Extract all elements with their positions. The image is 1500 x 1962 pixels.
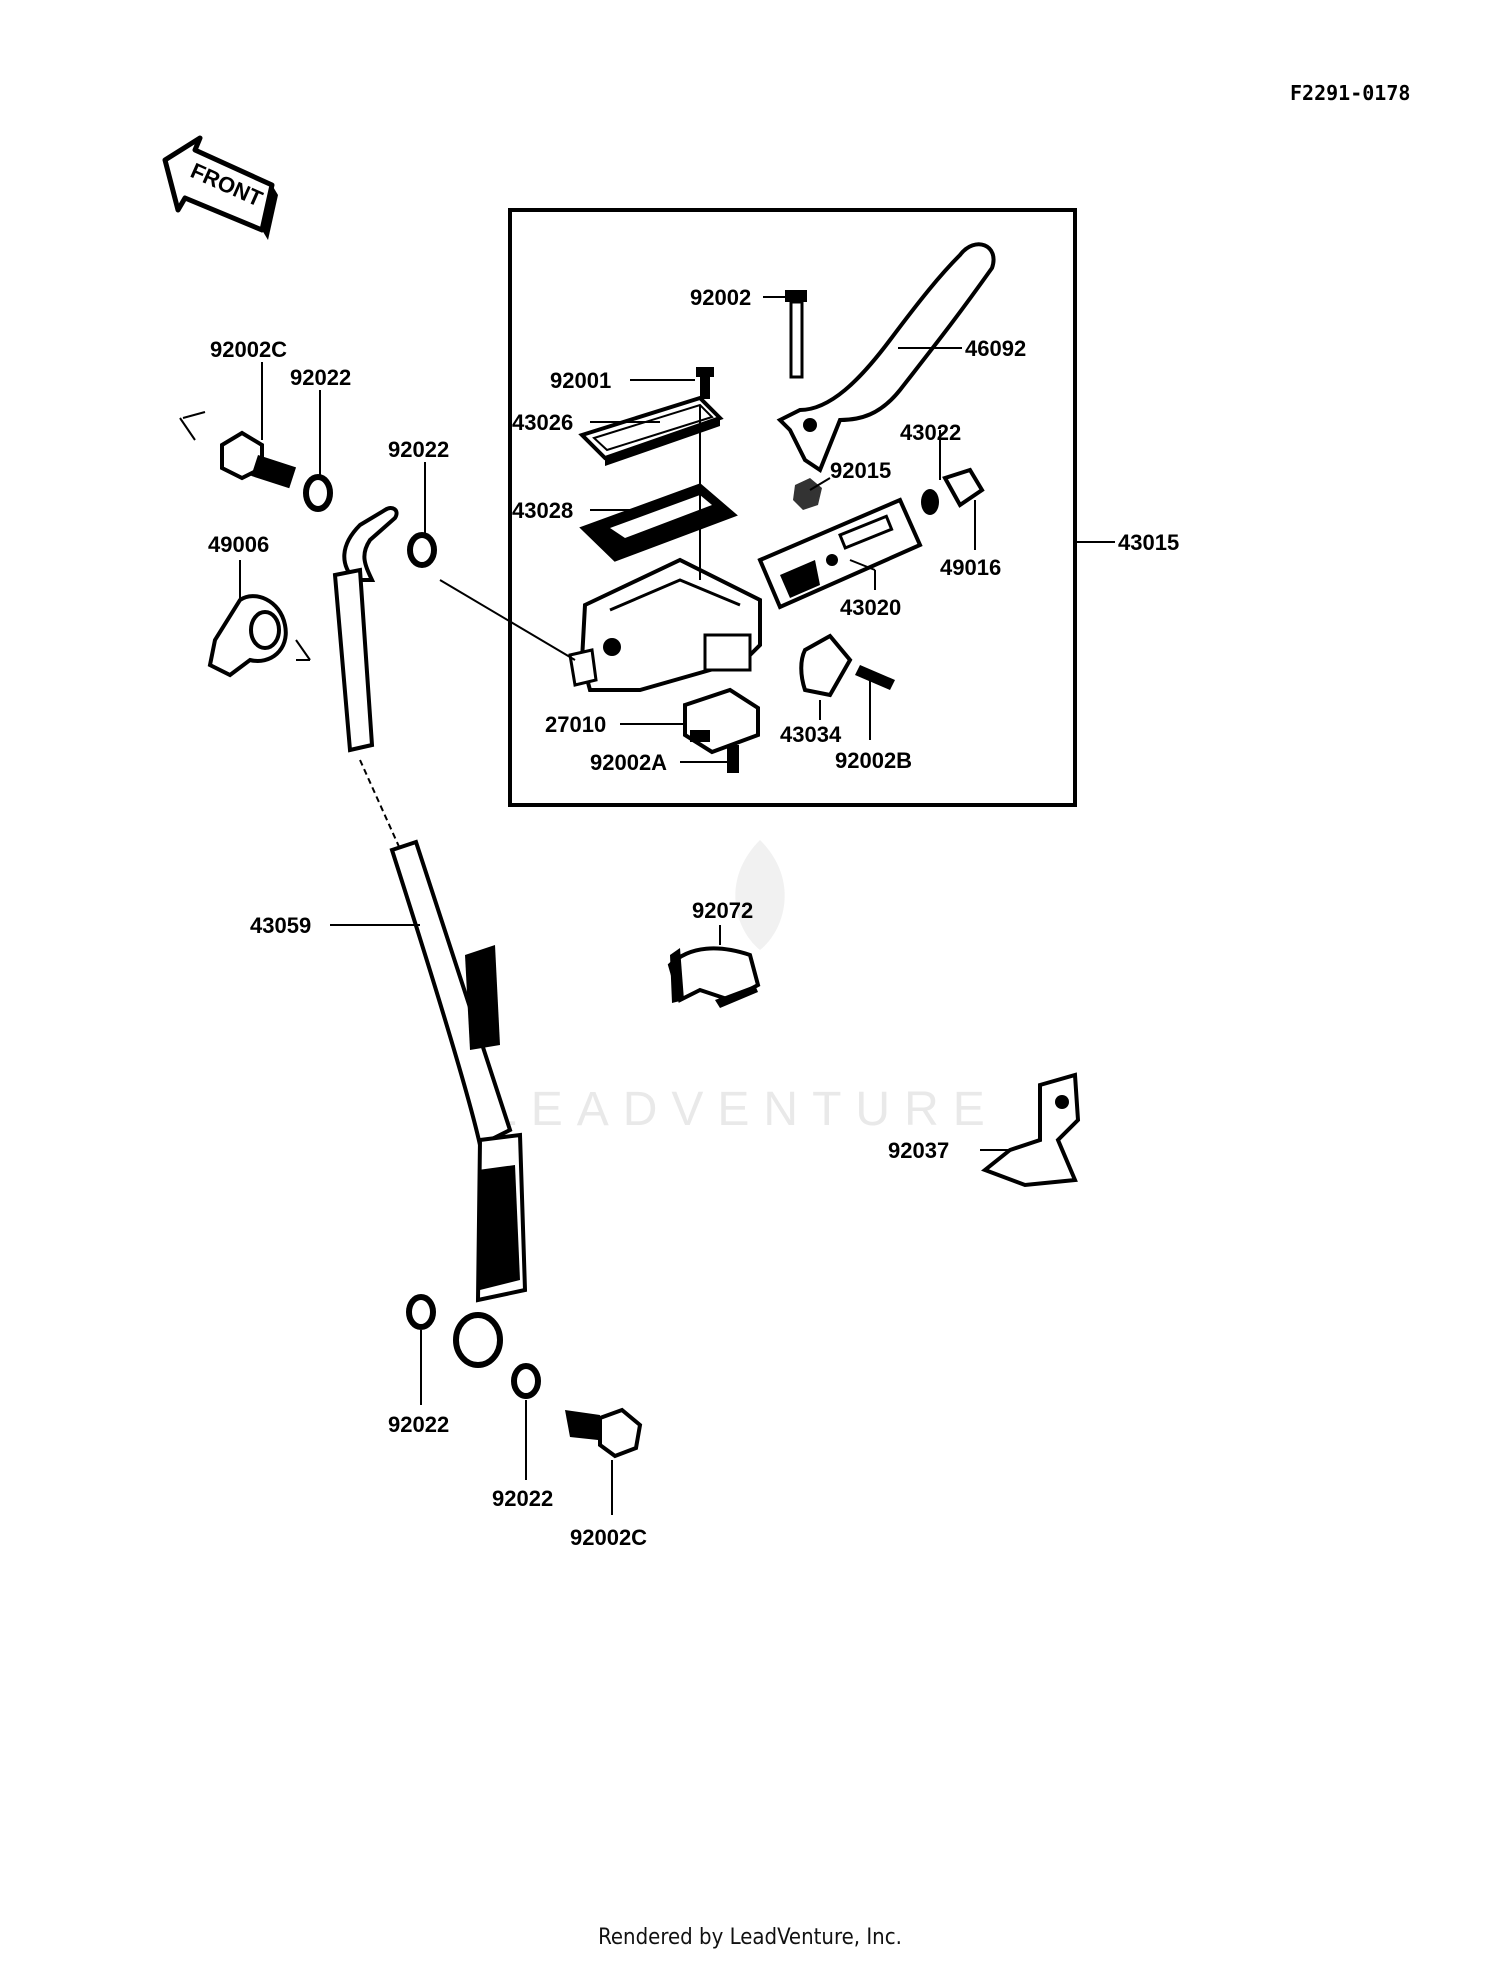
label-92022-bottom-2: 92022 — [492, 1486, 553, 1511]
label-43015: 43015 — [1118, 530, 1179, 555]
watermark-text: LEADVENTURE — [490, 1083, 999, 1136]
clamp-holder — [799, 633, 853, 698]
diagram-code: F2291-0178 — [1290, 81, 1410, 105]
brake-switch — [683, 687, 760, 755]
watermark: LEADVENTURE — [490, 840, 999, 1136]
label-43020: 43020 — [840, 595, 901, 620]
label-43028: 43028 — [512, 498, 573, 523]
hose-clamp — [667, 946, 761, 1008]
footer-credit: Rendered by LeadVenture, Inc. — [598, 1925, 902, 1950]
pivot-bolt — [785, 290, 807, 379]
label-92022-top-1: 92022 — [290, 365, 351, 390]
washer-top-1 — [303, 474, 333, 512]
banjo-bolt-bottom — [565, 1407, 643, 1459]
label-43022: 43022 — [900, 420, 961, 445]
label-43034: 43034 — [780, 722, 842, 747]
cap-screw — [696, 367, 714, 399]
hose-bracket — [981, 1072, 1081, 1188]
brake-hose — [332, 506, 528, 1368]
label-92072: 92072 — [692, 898, 753, 923]
washer-top-2 — [407, 532, 437, 568]
label-92022-top-2: 92022 — [388, 437, 449, 462]
label-92022-bottom-1: 92022 — [388, 1412, 449, 1437]
label-27010: 27010 — [545, 712, 606, 737]
label-92002B: 92002B — [835, 748, 912, 773]
label-49006: 49006 — [208, 532, 269, 557]
dust-boot — [921, 467, 985, 515]
label-92037: 92037 — [888, 1138, 949, 1163]
label-43026: 43026 — [512, 410, 573, 435]
label-92015: 92015 — [830, 458, 891, 483]
brake-lever — [776, 242, 996, 474]
label-43059: 43059 — [250, 913, 311, 938]
reservoir-cap — [578, 395, 724, 466]
leader-lines — [179, 296, 1115, 1515]
lever-nut — [793, 478, 822, 510]
clamp-bolt — [855, 665, 895, 690]
washer-bottom-1 — [406, 1294, 436, 1330]
label-92002C-top: 92002C — [210, 337, 287, 362]
bleeder-cap — [207, 594, 288, 678]
front-arrow-icon: FRONT — [162, 135, 278, 240]
reservoir-body — [568, 557, 762, 692]
label-92001: 92001 — [550, 368, 611, 393]
piston-kit-box — [757, 497, 923, 610]
label-46092: 46092 — [965, 336, 1026, 361]
assembly-43015-box — [508, 208, 1077, 807]
banjo-bolt-top — [220, 430, 297, 489]
label-92002: 92002 — [690, 285, 751, 310]
switch-screw — [727, 745, 739, 773]
label-92002C-bottom: 92002C — [570, 1525, 647, 1550]
label-49016: 49016 — [940, 555, 1001, 580]
diaphragm — [579, 483, 738, 562]
label-92002A: 92002A — [590, 750, 667, 775]
washer-bottom-2 — [511, 1363, 541, 1399]
